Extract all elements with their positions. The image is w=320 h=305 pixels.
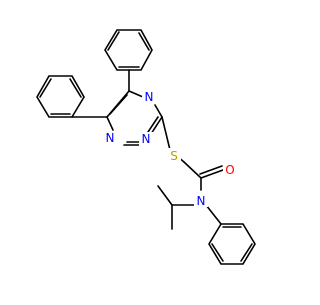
phenyl-ring-left	[36, 75, 85, 118]
structure-canvas: N N N S O N	[36, 29, 256, 265]
atom-label-n2: N	[142, 132, 151, 146]
atom-label-o: O	[225, 163, 234, 177]
bond-lines	[36, 29, 256, 265]
phenyl-ring-top	[104, 29, 153, 71]
atom-label-n4: N	[145, 90, 154, 104]
atom-labels: N N N S O N	[103, 90, 237, 208]
atom-label-n1: N	[106, 131, 115, 145]
atom-label-n-amide: N	[197, 194, 206, 208]
atom-label-s: S	[170, 149, 178, 163]
phenyl-ring-bottom	[208, 223, 256, 265]
molecule-diagram: N N N S O N	[36, 29, 256, 265]
